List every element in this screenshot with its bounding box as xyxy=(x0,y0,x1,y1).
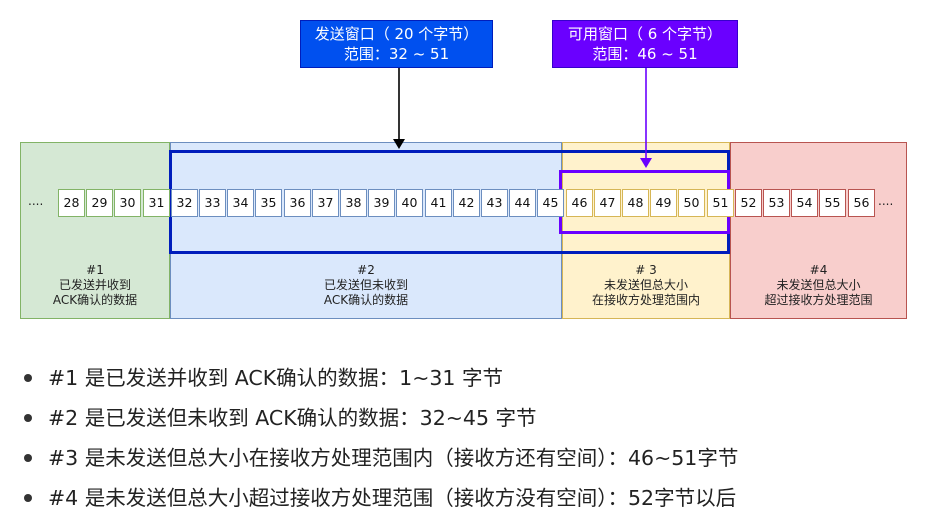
byte-cell-41: 41 xyxy=(425,189,452,217)
byte-cell-48: 48 xyxy=(622,189,649,217)
send-window-range: 范围：32 ~ 51 xyxy=(343,45,450,63)
region-2-id: #2 xyxy=(357,263,375,277)
byte-cell-28: 28 xyxy=(58,189,85,217)
byte-cell-46: 46 xyxy=(566,189,593,217)
byte-cell-43: 43 xyxy=(481,189,508,217)
region-4-line1: 未发送但总大小 xyxy=(776,278,861,292)
byte-cell-31: 31 xyxy=(143,189,170,217)
region-1-id: #1 xyxy=(86,263,104,277)
usable-window-label: 可用窗口（ 6 个字节） 范围：46 ~ 51 xyxy=(552,20,738,68)
byte-cell-42: 42 xyxy=(453,189,480,217)
ellipsis-left: .... xyxy=(28,194,44,208)
bullet-icon xyxy=(24,414,32,422)
region-3-line1: 未发送但总大小 xyxy=(603,278,688,292)
ellipsis-right: .... xyxy=(878,194,894,208)
byte-cell-40: 40 xyxy=(396,189,423,217)
byte-cell-56: 56 xyxy=(848,189,875,217)
byte-cell-44: 44 xyxy=(509,189,536,217)
region-2: #2 已发送但未收到 ACK确认的数据 xyxy=(170,142,562,319)
list-item: #1 是已发送并收到 ACK确认的数据：1~31 字节 xyxy=(20,358,738,398)
region-1-line1: 已发送并收到 xyxy=(58,278,131,292)
bullet-icon xyxy=(24,494,32,502)
byte-cell-47: 47 xyxy=(594,189,621,217)
byte-cell-30: 30 xyxy=(114,189,141,217)
send-window-arrowhead xyxy=(393,139,405,149)
byte-cell-50: 50 xyxy=(678,189,705,217)
region-2-line1: 已发送但未收到 xyxy=(323,278,408,292)
usable-window-range: 范围：46 ~ 51 xyxy=(592,45,698,63)
byte-cell-51: 51 xyxy=(707,189,734,217)
region-4-id: #4 xyxy=(809,263,828,277)
byte-cell-35: 35 xyxy=(255,189,282,217)
byte-cell-37: 37 xyxy=(312,189,339,217)
byte-cell-29: 29 xyxy=(86,189,113,217)
region-1: #1 已发送并收到 ACK确认的数据 xyxy=(20,142,170,319)
bullet-icon xyxy=(24,374,32,382)
byte-cell-36: 36 xyxy=(284,189,311,217)
byte-cell-55: 55 xyxy=(819,189,846,217)
list-item: #2 是已发送但未收到 ACK确认的数据：32~45 字节 xyxy=(20,398,738,438)
usable-window-title: 可用窗口（ 6 个字节） xyxy=(567,25,723,43)
byte-cell-38: 38 xyxy=(340,189,367,217)
region-3-line2: 在接收方处理范围内 xyxy=(591,293,700,307)
usable-window-arrowhead xyxy=(640,158,652,168)
byte-cell-32: 32 xyxy=(171,189,198,217)
region-4: #4 未发送但总大小 超过接收方处理范围 xyxy=(730,142,907,319)
explanation-list: #1 是已发送并收到 ACK确认的数据：1~31 字节 #2 是已发送但未收到 … xyxy=(20,358,738,518)
region-1-line2: ACK确认的数据 xyxy=(52,293,138,307)
region-2-line2: ACK确认的数据 xyxy=(323,293,409,307)
list-item: #4 是未发送但总大小超过接收方处理范围（接收方没有空间）：52字节以后 xyxy=(20,478,738,518)
region-4-line2: 超过接收方处理范围 xyxy=(764,293,873,307)
bullet-icon xyxy=(24,454,32,462)
byte-cell-33: 33 xyxy=(199,189,226,217)
list-item: #3 是未发送但总大小在接收方处理范围内（接收方还有空间）：46~51字节 xyxy=(20,438,738,478)
byte-cell-54: 54 xyxy=(791,189,818,217)
byte-cell-45: 45 xyxy=(537,189,564,217)
byte-cell-52: 52 xyxy=(735,189,762,217)
send-window-label: 发送窗口（ 20 个字节） 范围：32 ~ 51 xyxy=(300,20,493,68)
region-3-id: # 3 xyxy=(635,263,657,277)
send-window-title: 发送窗口（ 20 个字节） xyxy=(314,25,479,43)
byte-cell-49: 49 xyxy=(650,189,677,217)
byte-cell-53: 53 xyxy=(763,189,790,217)
byte-cell-34: 34 xyxy=(227,189,254,217)
byte-cell-39: 39 xyxy=(368,189,395,217)
